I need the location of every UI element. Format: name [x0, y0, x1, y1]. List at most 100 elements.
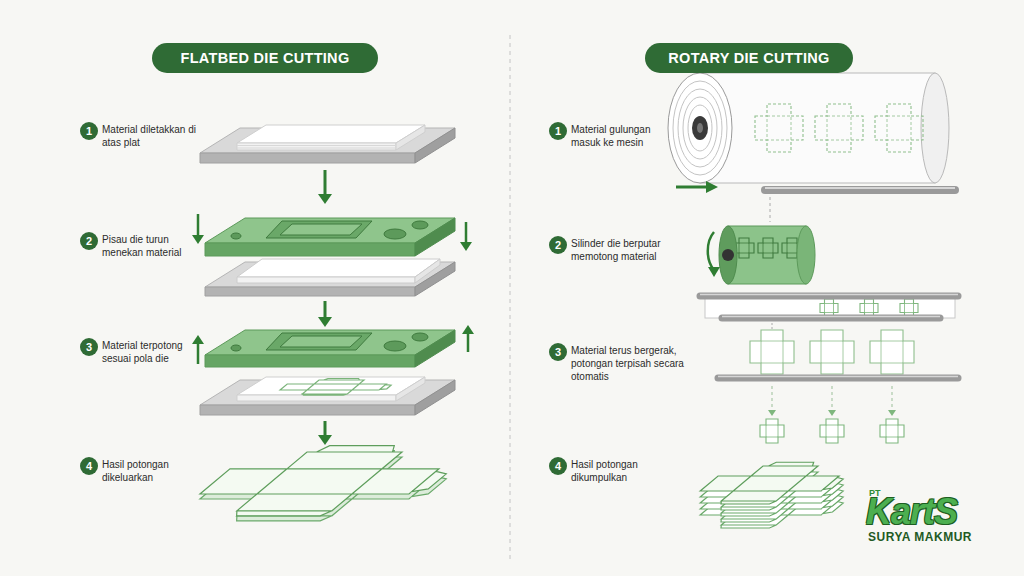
column-divider — [510, 35, 511, 560]
arrow-head — [192, 235, 204, 244]
step-item: 1Material diletakkan di atas plat — [80, 122, 202, 140]
web-cut-outline — [860, 299, 878, 317]
paper-top — [237, 377, 425, 395]
paper-sheet-line — [237, 145, 396, 146]
step-number: 1 — [549, 122, 567, 140]
step-text: Material terus bergerak, potongan terpis… — [571, 344, 696, 383]
paper-top — [237, 259, 440, 277]
die-blade-inner — [280, 336, 362, 347]
step-item: 2Pisau die turun menekan material — [80, 232, 202, 250]
section-header: ROTARY DIE CUTTING — [645, 43, 853, 73]
paper-sheet-line — [237, 148, 396, 149]
cylinder-blade — [758, 238, 778, 258]
die-front — [205, 243, 415, 256]
step-number: 3 — [80, 338, 98, 356]
paper-front — [237, 395, 396, 401]
roll-far-end — [921, 73, 949, 183]
die-hole — [231, 233, 241, 239]
moving-piece — [750, 330, 794, 374]
die-top — [205, 218, 455, 243]
step-text: Material diletakkan di atas plat — [102, 123, 202, 149]
plate-front — [200, 153, 415, 163]
step-number: 2 — [80, 232, 98, 250]
web-cut-outline — [900, 299, 918, 317]
paper-side — [415, 259, 440, 283]
roll-layer — [678, 89, 722, 167]
drop-line — [772, 386, 773, 410]
moving-piece — [810, 330, 854, 374]
drop-head — [768, 410, 776, 416]
arrow-shaft — [324, 170, 327, 196]
roll-hub — [692, 116, 708, 140]
roller-highlight — [718, 376, 958, 378]
flow-arrow — [318, 421, 332, 445]
arrow-shaft — [676, 186, 708, 189]
roller-highlight — [700, 294, 958, 296]
arrow-shaft — [324, 421, 327, 437]
arrow-shaft — [197, 214, 200, 236]
paper-front — [237, 277, 415, 283]
flow-arrow — [318, 170, 332, 204]
guide-line — [770, 197, 771, 222]
rotation-arrow — [708, 232, 720, 277]
step-item: 4Hasil potongan dikeluarkan — [80, 457, 202, 475]
roll-layer — [673, 81, 727, 175]
roll-hub-hole — [697, 123, 703, 133]
separated-pieces — [718, 330, 958, 443]
arrow-head — [192, 335, 204, 344]
flatbed-plate — [200, 377, 455, 415]
arrow-shaft — [465, 222, 468, 243]
cut-piece — [760, 419, 784, 443]
die-hole — [384, 229, 406, 239]
section-header: FLATBED DIE CUTTING — [152, 43, 378, 73]
collected-stack — [685, 462, 863, 528]
paper-front — [237, 143, 396, 150]
stacked-net — [685, 462, 863, 504]
die-hole — [412, 221, 428, 229]
paper-side — [396, 377, 425, 401]
roll-layer — [688, 105, 712, 151]
roll-cut-outline — [875, 104, 923, 152]
cut-piece — [820, 419, 844, 443]
step-item: 3Material terus bergerak, potongan terpi… — [549, 343, 696, 361]
cylinder-axle — [722, 249, 734, 261]
die-hole — [384, 341, 406, 351]
paper-top — [237, 125, 425, 143]
cutting-die — [205, 218, 455, 256]
roll-layer — [683, 97, 717, 159]
roller — [765, 186, 955, 194]
step-text: Pisau die turun menekan material — [102, 233, 202, 259]
section-title: ROTARY DIE CUTTING — [668, 50, 829, 66]
roller-highlight — [722, 316, 940, 318]
arrow-shaft — [324, 301, 327, 319]
step-number: 4 — [80, 457, 98, 475]
arrow-head — [708, 267, 720, 277]
die-blade-frame — [266, 333, 372, 350]
die-top — [205, 330, 455, 355]
logo-wordmark: KartS — [866, 494, 957, 530]
step-number: 1 — [80, 122, 98, 140]
step-text: Hasil potongan dikeluarkan — [102, 458, 202, 484]
die-front — [205, 355, 415, 367]
web-cut-outline — [820, 299, 838, 317]
roll-cut-outline — [755, 104, 803, 152]
die-blade-frame — [266, 221, 372, 238]
arrow-shaft — [197, 343, 200, 364]
lift-arrow — [192, 325, 474, 364]
step-number: 3 — [549, 343, 567, 361]
step-item: 3Material terpotong sesuai pola die — [80, 338, 202, 356]
flow-arrow — [318, 301, 332, 327]
drop-line — [892, 386, 893, 410]
drop-line — [832, 386, 833, 410]
logo-subtitle: SURYA MAKMUR — [868, 530, 972, 544]
rotary-die-unit — [700, 226, 958, 318]
cutting-die — [205, 330, 455, 367]
roller — [722, 315, 940, 322]
step-item: 4Hasil potongan dikumpulkan — [549, 457, 683, 475]
step-number: 2 — [549, 236, 567, 254]
step-text: Silinder die berputar memotong material — [571, 237, 683, 263]
material-roll — [668, 73, 955, 190]
roller — [718, 375, 958, 382]
step-number: 4 — [549, 457, 567, 475]
feed-arrow — [676, 181, 718, 193]
